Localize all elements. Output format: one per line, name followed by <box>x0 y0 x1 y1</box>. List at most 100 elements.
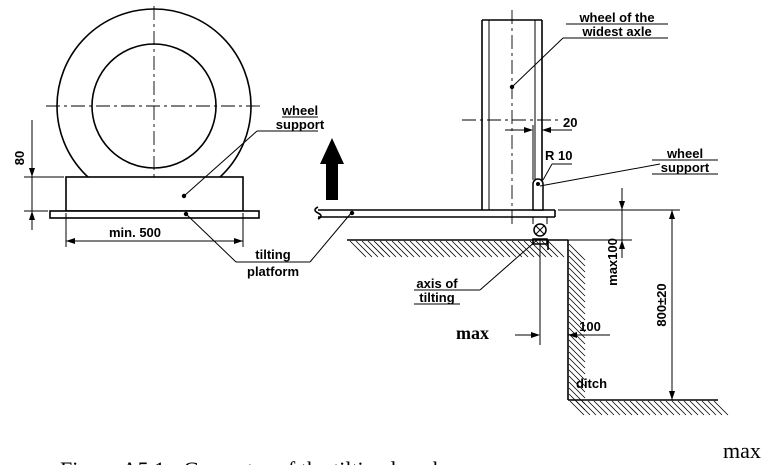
hatch-line <box>469 240 487 258</box>
tilting-platform-label-2: platform <box>247 264 299 279</box>
left-wheel-support-label-1: wheel <box>281 103 318 118</box>
hatch-line <box>391 240 409 258</box>
hatch-line <box>593 400 609 416</box>
hatch-line <box>653 400 669 416</box>
axis-tilting-label-2: tilting <box>419 290 454 305</box>
hatch-line <box>349 240 367 258</box>
hatch-line <box>463 240 481 258</box>
ground-hatching <box>349 240 729 416</box>
hatch-line <box>701 400 717 416</box>
hatch-line <box>568 381 586 399</box>
dim-80-label: 80 <box>12 151 27 165</box>
axis-tilting-label-1: axis of <box>416 276 458 291</box>
hatch-line <box>665 400 681 416</box>
tilting-platform-label-1: tilting <box>255 247 290 262</box>
tilting-platform-callout: tilting platform <box>185 211 353 279</box>
left-wheel-support-block <box>65 176 244 212</box>
hatch-line <box>568 261 586 279</box>
hatch-line <box>355 240 373 258</box>
hatch-line <box>587 400 603 416</box>
hatch-line <box>568 345 586 363</box>
hatch-line <box>568 297 586 315</box>
hatch-line <box>568 255 586 273</box>
hatch-line <box>575 400 591 416</box>
right-wheel-support-label-2: support <box>661 160 710 175</box>
hatch-line <box>493 240 511 258</box>
right-wheel-support-label-1: wheel <box>666 146 703 161</box>
hatch-line <box>568 291 586 309</box>
hatch-line <box>385 240 403 258</box>
hatch-line <box>505 240 523 258</box>
dim-20-label: 20 <box>563 115 577 130</box>
hatch-line <box>568 267 586 285</box>
caption-side-max: max <box>723 438 761 463</box>
hatch-line <box>689 400 705 416</box>
hatch-line <box>568 369 586 387</box>
hatch-line <box>569 400 585 416</box>
hatch-line <box>568 315 586 333</box>
hatch-line <box>568 285 586 303</box>
hatch-line <box>647 400 663 416</box>
hatch-line <box>547 240 565 258</box>
dim-min500-label: min. 500 <box>109 225 161 240</box>
hatch-line <box>568 273 586 291</box>
left-wheel-support-label-2: support <box>276 117 325 132</box>
hatch-line <box>427 240 445 258</box>
hatch-line <box>361 240 379 258</box>
left-end-view: 80 min. 500 wheel support <box>12 6 325 247</box>
hatch-line <box>421 240 439 258</box>
left-tilting-platform-plate <box>49 210 260 219</box>
hatch-line <box>623 400 639 416</box>
hatch-line <box>379 240 397 258</box>
hatch-line <box>511 240 529 258</box>
hatch-line <box>499 240 517 258</box>
hatch-line <box>713 400 729 416</box>
hatch-line <box>481 240 499 258</box>
wheel-widest-label-1: wheel of the <box>578 10 654 25</box>
hatch-line <box>439 240 457 258</box>
hatch-line <box>617 400 633 416</box>
dim-r10-label: R 10 <box>545 148 572 163</box>
hatch-line <box>367 240 385 258</box>
max-label: max <box>456 323 489 343</box>
dim-100-label: 100 <box>579 319 601 334</box>
wheel-widest-label-2: widest axle <box>581 24 651 39</box>
hatch-line <box>677 400 693 416</box>
hatch-line <box>671 400 687 416</box>
hatch-line <box>568 351 586 369</box>
hatch-line <box>581 400 597 416</box>
right-wheel-support-pin <box>532 178 544 211</box>
hatch-line <box>523 240 541 258</box>
hatch-line <box>695 400 711 416</box>
hatch-line <box>403 240 421 258</box>
hatch-line <box>373 240 391 258</box>
hatch-line <box>635 400 651 416</box>
hatch-line <box>568 339 586 357</box>
hatch-line <box>568 243 586 261</box>
dim-800-label: 800±20 <box>654 283 669 326</box>
hatch-line <box>611 400 627 416</box>
hatch-line <box>629 400 645 416</box>
hatch-line <box>568 303 586 321</box>
dim-max100-vertical-label: max100 <box>605 238 620 286</box>
hatch-line <box>568 375 586 393</box>
ditch-label: ditch <box>576 376 607 391</box>
right-side-view: wheel of the widest axle 20 R 10 wheel s… <box>314 10 729 416</box>
hatch-line <box>659 400 675 416</box>
hatch-line <box>535 240 553 258</box>
hatch-line <box>457 240 475 258</box>
hatch-line <box>433 240 451 258</box>
hatch-line <box>487 240 505 258</box>
hatch-line <box>568 309 586 327</box>
hatch-line <box>683 400 699 416</box>
hatch-line <box>568 279 586 297</box>
hatch-line <box>707 400 723 416</box>
hatch-line <box>605 400 621 416</box>
hatch-line <box>409 240 427 258</box>
hatch-line <box>568 333 586 351</box>
hatch-line <box>641 400 657 416</box>
hatch-line <box>451 240 469 258</box>
hatch-line <box>568 357 586 375</box>
hatch-line <box>541 240 559 258</box>
